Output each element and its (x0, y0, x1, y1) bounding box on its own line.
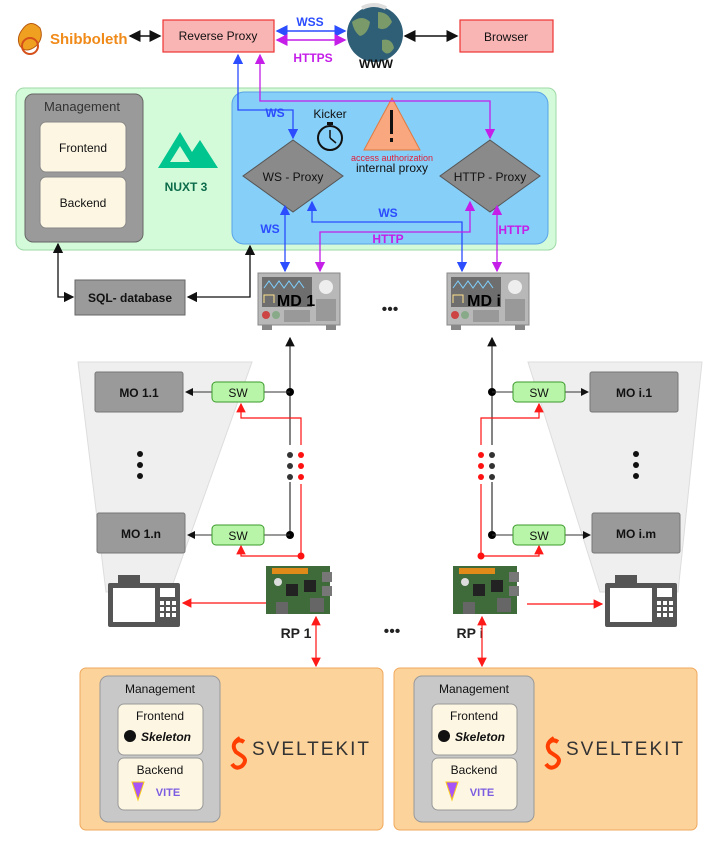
sw-label: SW (228, 386, 248, 400)
http-right-label: HTTP (498, 223, 529, 237)
wss-label: WSS (296, 15, 323, 29)
ws-proxy-diamond: WS - Proxy (242, 139, 344, 213)
ws-in-label: WS (265, 106, 284, 120)
nuxt-label: NUXT 3 (165, 180, 208, 194)
left-bus (185, 336, 305, 560)
sql-database-box: SQL- database (74, 279, 186, 316)
sveltekit-logo: SVELTEKIT (252, 739, 371, 760)
client-backend-label: Backend (451, 763, 498, 777)
shibboleth-logo: Shibboleth (17, 23, 128, 55)
md1-label: MD 1 (277, 293, 315, 310)
svelte-icon (544, 736, 561, 770)
svelte-icon (230, 736, 247, 770)
http-proxy-label: HTTP - Proxy (454, 170, 526, 184)
sw-label: SW (529, 386, 549, 400)
access-authorization-label: access authorization (351, 153, 433, 163)
mo-left-ellipsis (137, 451, 143, 479)
skeleton-logo: Skeleton (455, 730, 505, 744)
browser-box: Browser (459, 19, 554, 53)
mo-1-n-box: MO 1.n (96, 512, 186, 554)
vite-icon (131, 781, 145, 802)
client-management-label: Management (439, 682, 510, 696)
mo-i-m-box: MO i.m (591, 512, 681, 554)
mo-1-n-label: MO 1.n (121, 527, 161, 541)
md1-device: MD 1 (257, 272, 341, 331)
mdi-label: MD i (467, 293, 501, 310)
https-label: HTTPS (293, 51, 332, 65)
http-reverse-link (254, 53, 496, 140)
mo-1-1-box: MO 1.1 (94, 371, 184, 413)
ws-proxy-label: WS - Proxy (263, 170, 324, 184)
backend-label: Backend (60, 196, 107, 210)
client-management-label: Management (125, 682, 196, 696)
client-frontend-label: Frontend (136, 709, 184, 723)
client-box-i: Management Frontend Skeleton Backend VIT… (393, 667, 698, 831)
http-mid-label: HTTP (372, 232, 403, 246)
http-md1-link (314, 200, 476, 273)
raspberry-pi-1 (266, 566, 332, 614)
sw-i-m: SW (512, 524, 566, 546)
sw-label: SW (529, 529, 549, 543)
client-box-1: Management Frontend Skeleton Backend VIT… (79, 667, 384, 831)
reverse-proxy-label: Reverse Proxy (179, 29, 258, 43)
sw-1-1: SW (211, 381, 265, 403)
ws-left-label: WS (260, 222, 279, 236)
management-label: Management (44, 99, 120, 114)
mdi-device: MD i (446, 272, 530, 331)
globe-icon (347, 3, 403, 62)
client-frontend-label: Frontend (450, 709, 498, 723)
ws-mid-label: WS (378, 206, 397, 220)
skeleton-logo: Skeleton (141, 730, 191, 744)
shibboleth-label: Shibboleth (50, 31, 128, 48)
rpi-label: RP i (457, 625, 484, 641)
raspberry-pi-i (453, 566, 519, 614)
sw-i-1: SW (512, 381, 566, 403)
kicker-label: Kicker (313, 107, 346, 121)
browser-label: Browser (484, 30, 528, 44)
http-proxy-diamond: HTTP - Proxy (439, 139, 541, 213)
mo-i-1-box: MO i.1 (589, 371, 679, 413)
nuxt-logo: NUXT 3 (158, 132, 218, 194)
right-bus (477, 336, 591, 560)
sql-label: SQL- database (88, 291, 172, 305)
skeleton-icon (438, 730, 450, 742)
reverse-proxy-box: Reverse Proxy (162, 19, 275, 53)
frontend-label: Frontend (59, 141, 107, 155)
internal-proxy-label: internal proxy (356, 161, 428, 175)
vite-icon (445, 781, 459, 802)
mo-i-1-label: MO i.1 (616, 386, 652, 400)
vite-logo: VITE (156, 787, 180, 799)
vite-logo: VITE (470, 787, 494, 799)
client-backend-label: Backend (137, 763, 184, 777)
rp1-label: RP 1 (281, 625, 312, 641)
sw-label: SW (228, 529, 248, 543)
sveltekit-logo: SVELTEKIT (566, 739, 685, 760)
management-sql-link (52, 242, 75, 303)
www-label: WWW (359, 57, 394, 71)
mo-i-m-label: MO i.m (616, 527, 656, 541)
sw-1-n: SW (211, 524, 265, 546)
rp-ellipsis: ••• (384, 623, 401, 640)
mo-1-1-label: MO 1.1 (119, 386, 159, 400)
mo-right-ellipsis (633, 451, 639, 479)
md-ellipsis: ••• (382, 301, 399, 318)
skeleton-icon (124, 730, 136, 742)
server-management-box: Management Frontend Backend (24, 93, 144, 243)
proxy-sql-link (186, 244, 256, 303)
